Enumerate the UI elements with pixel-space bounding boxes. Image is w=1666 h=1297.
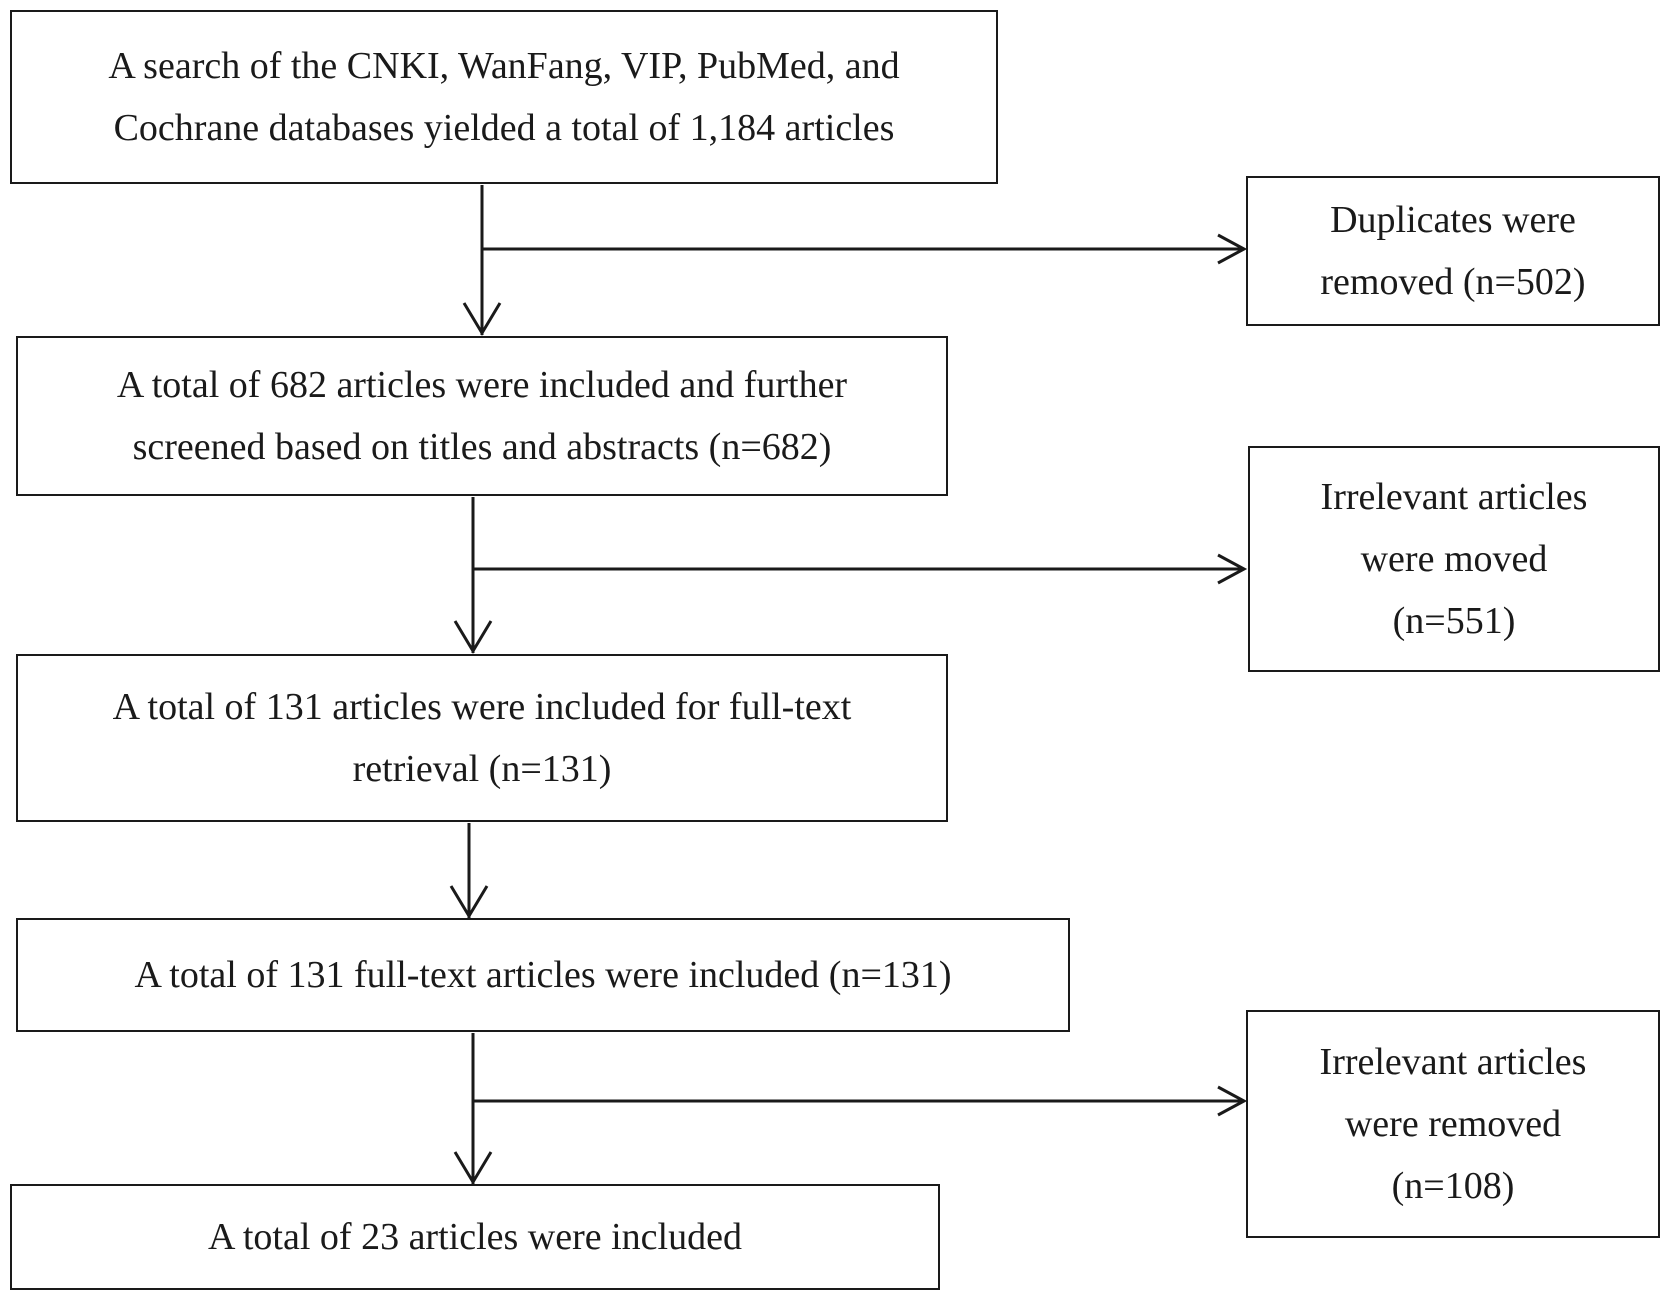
step-fulltext-included-text: A total of 131 full-text articles were i… — [134, 954, 952, 996]
step-fulltext-included-box: A total of 131 full-text articles were i… — [16, 918, 1070, 1032]
exclusion-duplicates-box: Duplicates were removed (n=502) — [1246, 176, 1660, 326]
arrowhead-step5 — [453, 1151, 493, 1185]
arrowhead-exclusion-irrelevant-2 — [1217, 1085, 1248, 1117]
arrowhead-step3 — [453, 620, 493, 654]
step-search-text: A search of the CNKI, WanFang, VIP, PubM… — [108, 45, 900, 149]
step-final-included-text: A total of 23 articles were included — [208, 1216, 742, 1258]
step-screening-text: A total of 682 articles were included an… — [116, 364, 848, 468]
exclusion-irrelevant-moved-text: Irrelevant articles were moved (n=551) — [1320, 476, 1588, 642]
arrowhead-step4 — [449, 885, 489, 919]
exclusion-duplicates-text: Duplicates were removed (n=502) — [1320, 199, 1586, 303]
step-final-included-box: A total of 23 articles were included — [10, 1184, 940, 1290]
step-fulltext-retrieval-box: A total of 131 articles were included fo… — [16, 654, 948, 822]
step-search-box: A search of the CNKI, WanFang, VIP, PubM… — [10, 10, 998, 184]
arrowhead-exclusion-irrelevant-1 — [1217, 553, 1248, 585]
exclusion-irrelevant-removed-text: Irrelevant articles were removed (n=108) — [1319, 1041, 1587, 1207]
step-fulltext-retrieval-text: A total of 131 articles were included fo… — [112, 686, 852, 790]
arrowhead-step2 — [462, 302, 502, 336]
exclusion-irrelevant-moved-box: Irrelevant articles were moved (n=551) — [1248, 446, 1660, 672]
arrowhead-exclusion-duplicates — [1217, 233, 1248, 265]
step-screening-box: A total of 682 articles were included an… — [16, 336, 948, 496]
exclusion-irrelevant-removed-box: Irrelevant articles were removed (n=108) — [1246, 1010, 1660, 1238]
